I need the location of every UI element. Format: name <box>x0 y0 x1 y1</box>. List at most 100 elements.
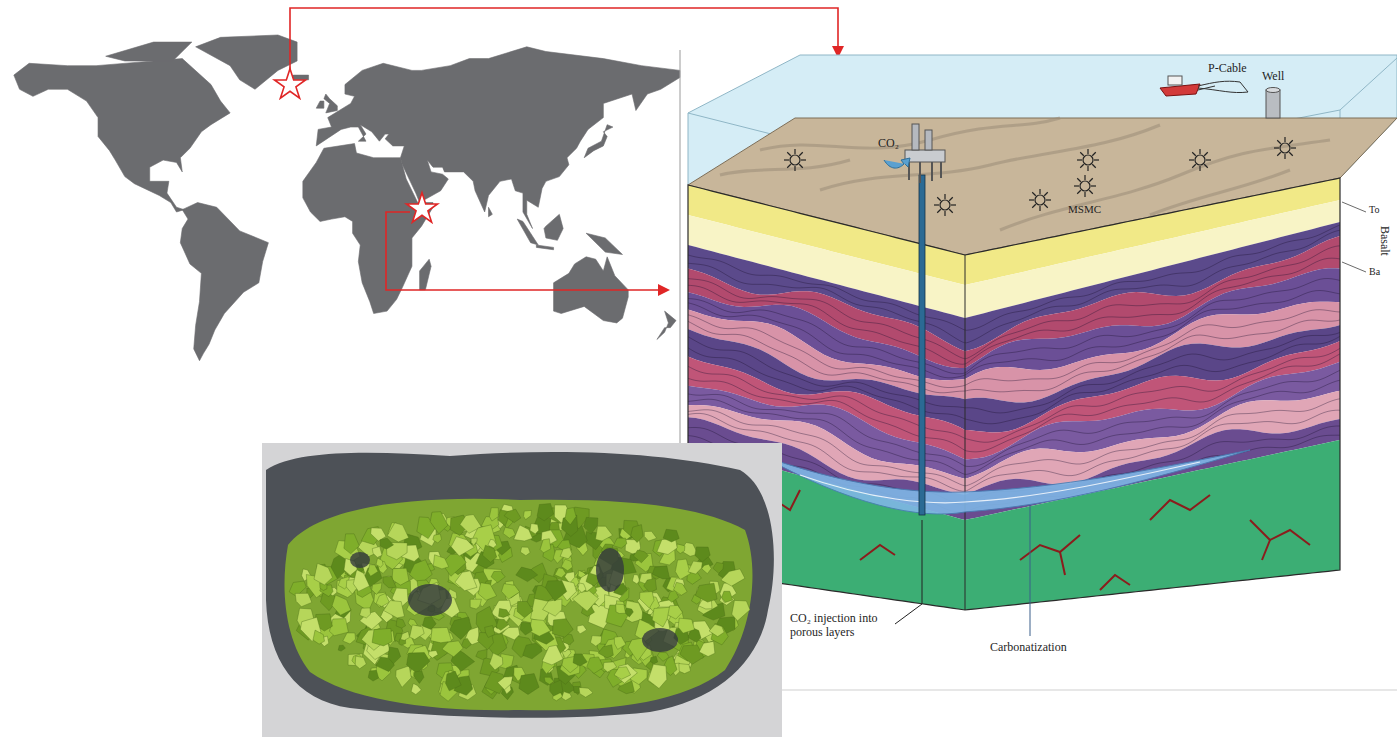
olivine-grain <box>699 641 715 656</box>
msmc-spike <box>1199 166 1200 171</box>
basement-crack <box>1060 552 1065 575</box>
olivine-grain <box>499 609 510 618</box>
label-text: To <box>1369 204 1379 216</box>
world-map <box>14 35 680 361</box>
olivine-grain <box>376 558 383 567</box>
msmc-spike <box>1032 204 1036 208</box>
olivine-grain <box>401 631 410 640</box>
olivine-grain <box>652 566 669 579</box>
msmc-spike <box>1092 152 1096 156</box>
olivine-grain <box>625 608 634 617</box>
co2-plume <box>760 450 1250 514</box>
olivine-grain <box>461 638 471 648</box>
olivine-grain <box>496 619 508 630</box>
msmc-center <box>940 200 950 210</box>
olivine-grain <box>295 593 312 606</box>
locator-arrow <box>386 212 660 290</box>
olivine-grain <box>603 662 616 672</box>
msmc-spike <box>1029 199 1034 200</box>
msmc-spike <box>1291 147 1296 148</box>
olivine-grain <box>584 517 598 534</box>
msmc-spike <box>1091 185 1096 186</box>
msmc-spike <box>1204 152 1208 156</box>
olivine-grain <box>332 595 351 615</box>
msmc-spike <box>1044 204 1048 208</box>
olivine-grain <box>530 619 551 636</box>
basement-crack <box>1020 535 1080 560</box>
msmc-spike <box>1192 152 1196 156</box>
olivine-grain <box>520 622 532 635</box>
olivine-grain <box>446 671 462 691</box>
olivine-grain <box>678 618 694 633</box>
msmc-spike <box>937 197 941 201</box>
olivine-grain <box>478 583 496 601</box>
olivine-grain <box>652 607 669 627</box>
msmc-spike <box>1089 190 1093 194</box>
msmc-spike <box>1080 164 1084 168</box>
msmc-spike <box>1044 192 1048 196</box>
basement-crack <box>1100 575 1130 590</box>
olivine-grain <box>543 599 562 616</box>
label-text: Ba <box>1369 266 1380 278</box>
platform-leg <box>909 162 941 183</box>
olivine-grain <box>545 581 566 601</box>
msmc-spike <box>801 159 806 160</box>
msmc-center <box>1083 155 1093 165</box>
olivine-grain <box>606 605 629 627</box>
olivine-grain <box>552 619 573 638</box>
msmc-spike <box>934 204 939 205</box>
platform-deck <box>905 150 945 162</box>
land-mass <box>324 94 337 113</box>
leader-line <box>1030 505 1031 636</box>
olivine-grain <box>491 571 505 582</box>
land-mass <box>14 59 230 212</box>
block-outline <box>688 178 1340 610</box>
msmc-symbol <box>1074 175 1096 197</box>
msmc-spike <box>1284 154 1285 159</box>
land-mass <box>584 125 613 158</box>
photo-background <box>262 443 782 737</box>
olivine-grain <box>372 583 382 595</box>
leader-line <box>1342 202 1366 272</box>
land-mass <box>517 219 538 245</box>
basement-crack <box>1262 540 1270 560</box>
olivine-grain <box>368 565 378 577</box>
platform-tower <box>912 124 919 150</box>
olivine-grain <box>344 534 359 554</box>
olivine-grain <box>614 636 626 649</box>
msmc-spike <box>1032 192 1036 196</box>
olivine-grain <box>407 653 430 674</box>
basement-crack <box>1250 520 1310 545</box>
olivine-grain <box>343 633 356 644</box>
olivine-grain <box>542 645 563 665</box>
olivine-grain <box>503 527 516 538</box>
seafloor-well <box>1266 88 1280 119</box>
olivine-grain <box>451 537 474 556</box>
basement-crack <box>860 545 895 560</box>
msmc-spike <box>944 211 945 216</box>
well-body <box>1266 90 1280 118</box>
msmc-spike <box>784 159 789 160</box>
msmc-spike <box>787 152 791 156</box>
olivine-grain <box>720 583 737 603</box>
label-text: Basalt <box>1377 226 1391 256</box>
olivine-grain <box>502 584 520 600</box>
dark-inclusion <box>350 552 370 568</box>
msmc-spike <box>1284 137 1285 142</box>
olivine-grain <box>555 568 566 578</box>
olivine-grain <box>616 604 626 613</box>
olivine-grain <box>679 664 691 674</box>
msmc-spike <box>1289 152 1293 156</box>
olivine-grain <box>695 583 717 602</box>
olivine-grain <box>587 657 604 674</box>
basement-crack <box>1150 495 1210 520</box>
olivine-grain <box>578 570 586 577</box>
seafloor-channel <box>760 118 1060 150</box>
olivine-grain <box>516 567 538 582</box>
olivine-grain <box>411 684 421 695</box>
olivine-grain <box>578 583 586 593</box>
olivine-grain <box>383 576 396 588</box>
basalt-rock <box>266 452 774 718</box>
olivine-grain <box>644 531 656 541</box>
